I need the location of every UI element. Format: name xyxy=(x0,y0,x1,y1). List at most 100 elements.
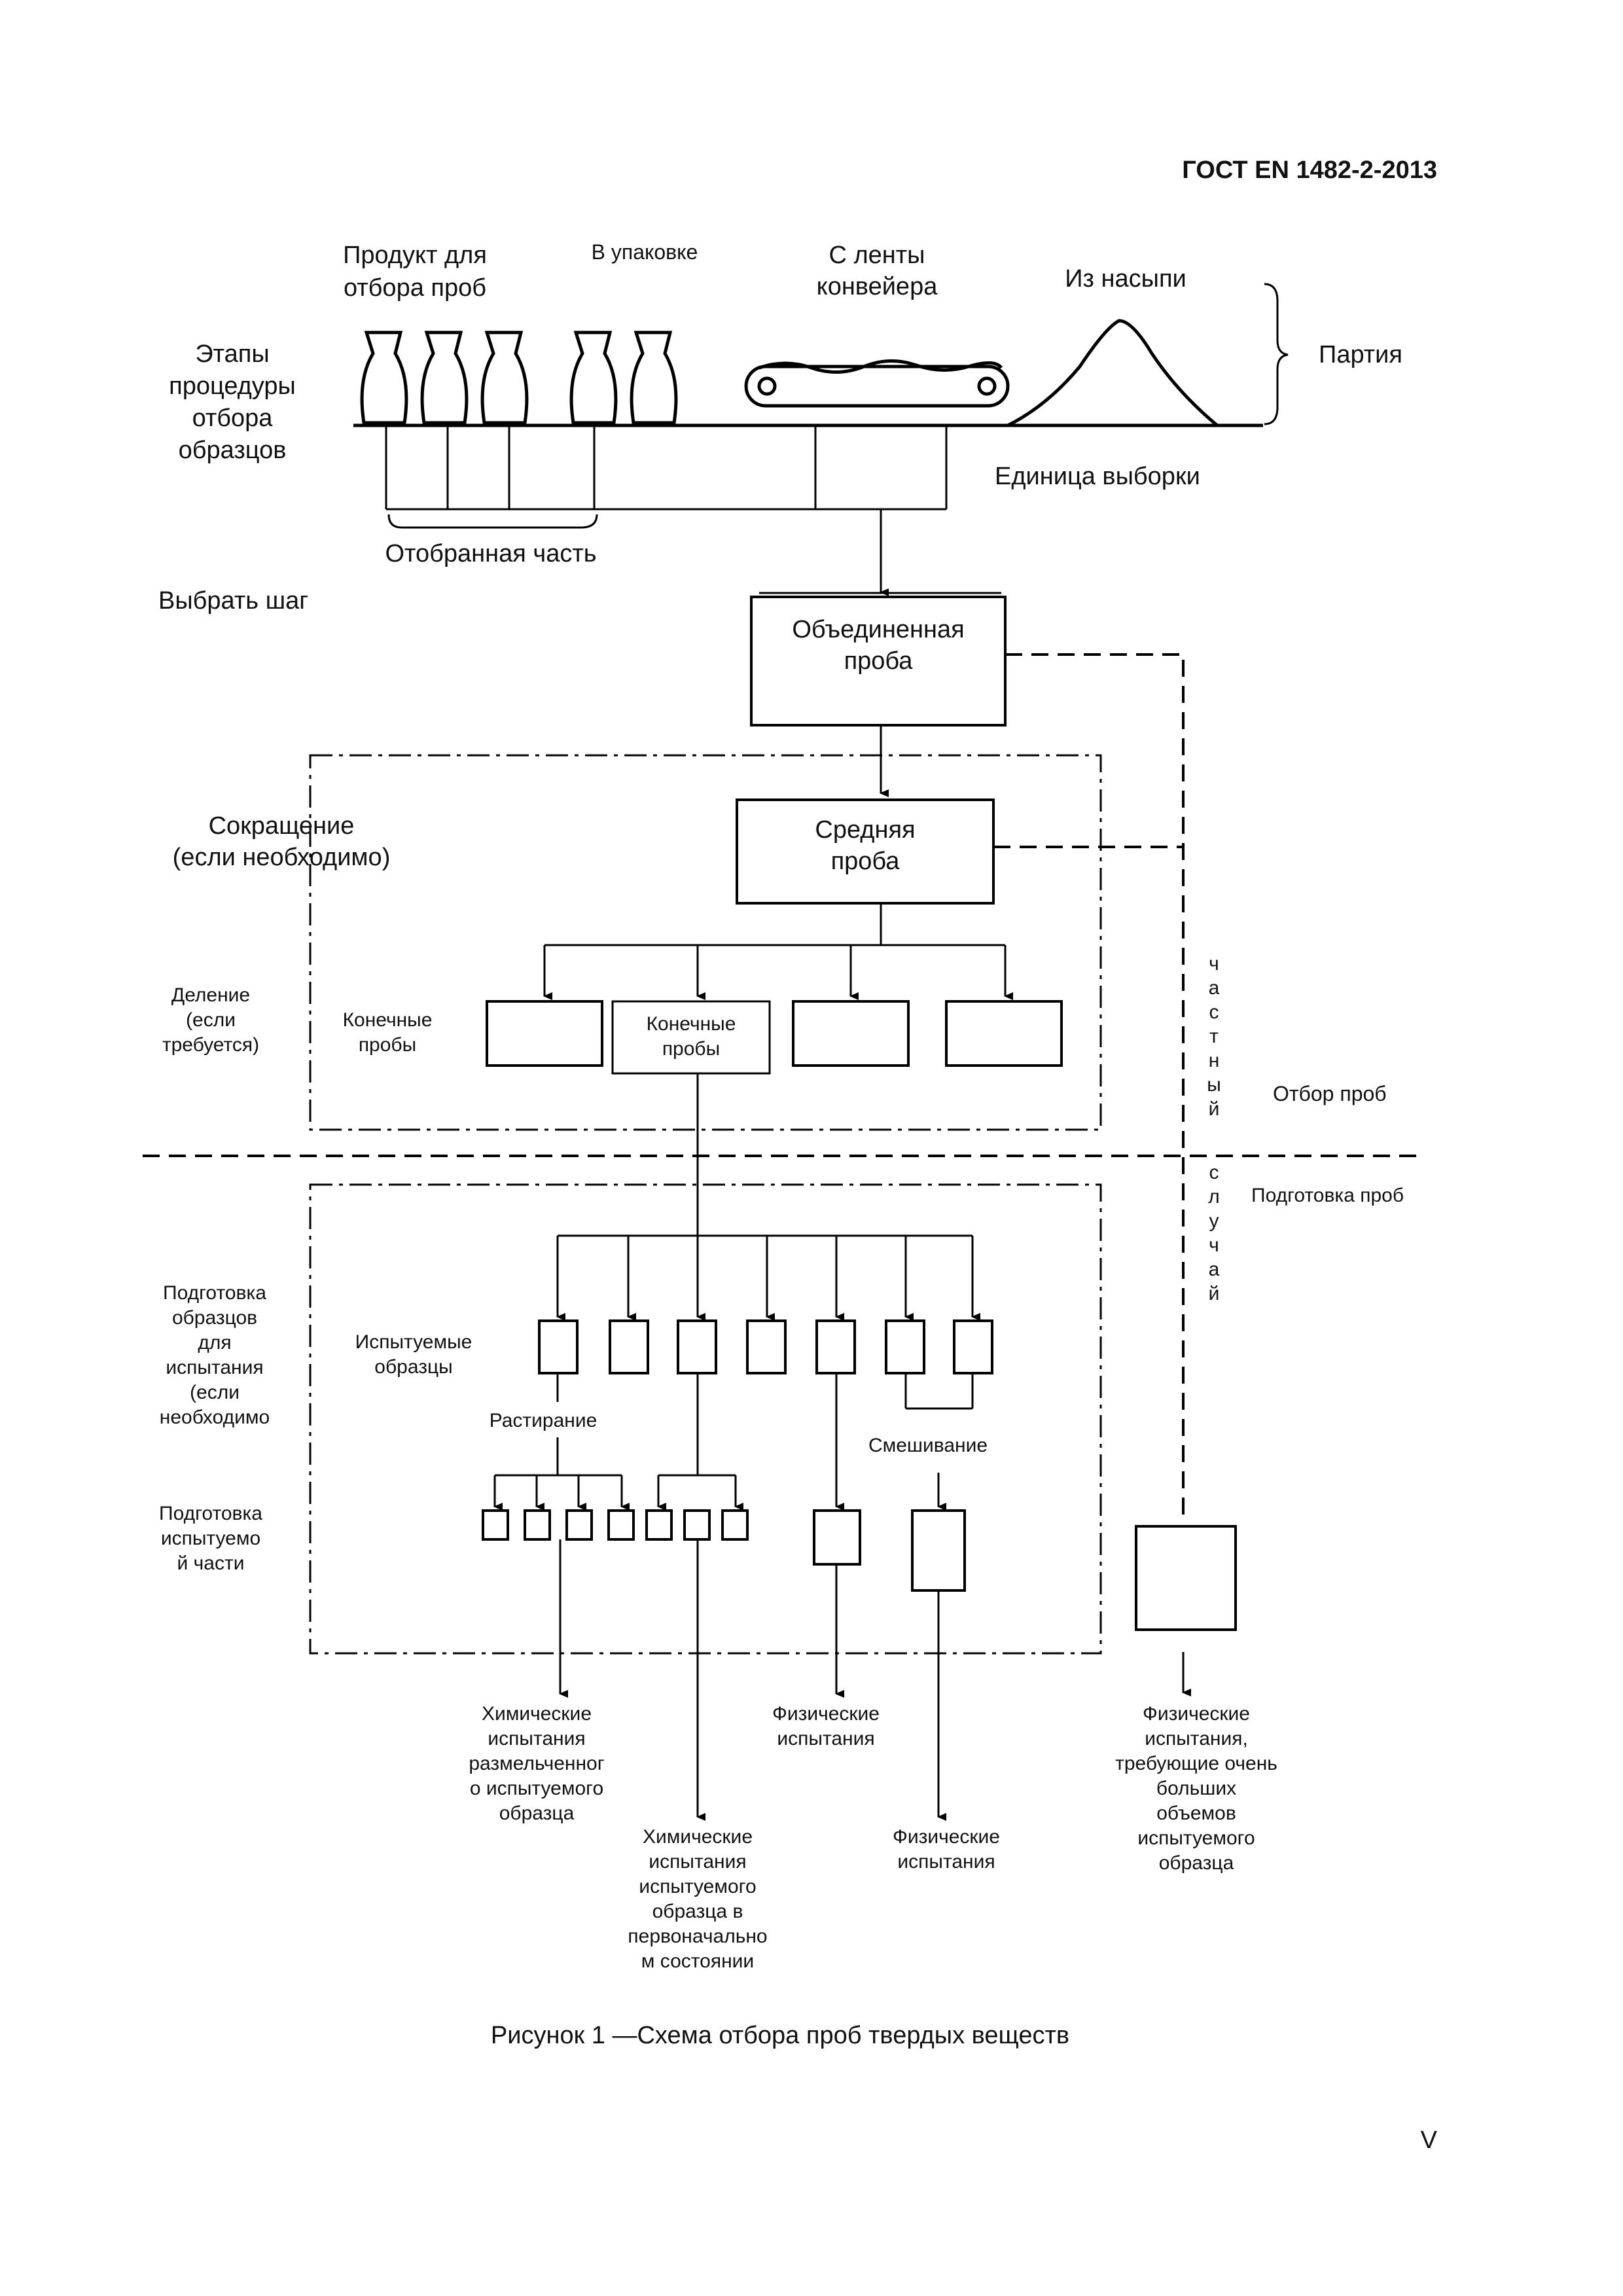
prep-samples-label: Подготовка образцов для испытания (если … xyxy=(160,1282,270,1428)
selected-part-brace xyxy=(387,514,598,529)
svg-text:конвейера: конвейера xyxy=(817,273,938,300)
test-sample-box xyxy=(746,1319,787,1374)
svg-text:Подготовка: Подготовка xyxy=(163,1282,266,1304)
svg-text:(если необходимо): (если необходимо) xyxy=(173,844,391,871)
final-sample-box xyxy=(792,1000,910,1067)
svg-text:Физические: Физические xyxy=(772,1703,880,1725)
prep-portion-label: Подготовка испытуемо й части xyxy=(159,1503,262,1574)
svg-text:образцов: образцов xyxy=(172,1307,257,1329)
lot-label: Партия xyxy=(1319,341,1402,368)
phys-large-output-label: Физические испытания, требующие очень бо… xyxy=(1115,1703,1277,1874)
conveyor-label: С ленты конвейера xyxy=(817,242,938,300)
svg-text:Средняя: Средняя xyxy=(815,816,915,844)
svg-text:с: с xyxy=(1209,1001,1219,1023)
final-samples-label: Конечные пробы xyxy=(343,1009,433,1056)
svg-text:требуется): требуется) xyxy=(162,1034,259,1056)
svg-text:ч: ч xyxy=(1209,953,1219,975)
lot-brace xyxy=(1264,283,1289,425)
vase-icon xyxy=(569,331,618,425)
svg-text:испытуемого: испытуемого xyxy=(639,1876,756,1897)
test-portion-box xyxy=(565,1509,593,1541)
vase-icon xyxy=(420,331,469,425)
final-sample-box-labelled: Конечные пробы xyxy=(611,1000,771,1075)
svg-text:й части: й части xyxy=(177,1552,245,1574)
preparation-section-label: Подготовка проб xyxy=(1251,1185,1404,1206)
svg-text:Физические: Физические xyxy=(893,1826,1000,1848)
combined-sample-box: Объединенная проба xyxy=(750,592,1007,726)
test-sample-box xyxy=(677,1319,717,1374)
svg-text:испытания: испытания xyxy=(777,1728,874,1749)
svg-text:больших: больших xyxy=(1156,1778,1236,1799)
svg-text:образца: образца xyxy=(499,1803,575,1824)
heap-icon xyxy=(1007,319,1219,427)
figure-caption: Рисунок 1 —Схема отбора проб твердых вещ… xyxy=(491,2022,1069,2049)
svg-text:пробы: пробы xyxy=(662,1038,720,1060)
svg-text:для: для xyxy=(198,1332,231,1354)
test-portion-box xyxy=(645,1509,673,1541)
sampling-unit-label: Единица выборки xyxy=(995,463,1200,490)
heap-label: Из насыпи xyxy=(1065,265,1186,293)
sampling-section-label: Отбор проб xyxy=(1273,1082,1387,1105)
svg-text:а: а xyxy=(1209,977,1220,999)
final-sample-box xyxy=(486,1000,603,1067)
svg-text:образцов: образцов xyxy=(179,437,287,464)
svg-text:образцы: образцы xyxy=(374,1356,452,1378)
svg-text:испытания: испытания xyxy=(649,1851,746,1873)
division-lines xyxy=(543,903,1013,1000)
svg-text:Физические: Физические xyxy=(1143,1703,1250,1725)
phys2-output-label: Физические испытания xyxy=(893,1826,1000,1873)
test-portion-box xyxy=(607,1509,635,1541)
grinding-branches xyxy=(493,1373,743,1511)
svg-text:испытуемо: испытуемо xyxy=(161,1528,260,1549)
packaged-label: В упаковке xyxy=(592,240,698,264)
vase-icon xyxy=(630,331,678,425)
final-sample-box xyxy=(945,1000,1063,1067)
svg-text:испытания,: испытания, xyxy=(1145,1728,1248,1749)
stages-label: Этапы процедуры отбора образцов xyxy=(169,340,296,464)
svg-text:й: й xyxy=(1209,1283,1220,1304)
standard-number: ГОСТ EN 1482-2-2013 xyxy=(1182,156,1437,184)
svg-text:образца: образца xyxy=(1159,1852,1234,1874)
svg-text:Химические: Химические xyxy=(643,1826,753,1848)
chem-ground-output-label: Химические испытания размельченног о исп… xyxy=(469,1703,604,1824)
svg-text:ч: ч xyxy=(1209,1234,1219,1256)
svg-text:Сокращение: Сокращение xyxy=(209,812,355,840)
svg-text:проба: проба xyxy=(844,647,914,675)
average-sample-box: Средняя проба xyxy=(736,798,995,905)
svg-text:й: й xyxy=(1209,1098,1220,1120)
svg-text:процедуры: процедуры xyxy=(169,372,296,400)
svg-text:Конечные: Конечные xyxy=(343,1009,433,1031)
svg-text:объемов: объемов xyxy=(1156,1803,1236,1824)
svg-text:проба: проба xyxy=(831,848,901,875)
large-sample-box xyxy=(1135,1525,1237,1631)
svg-text:л: л xyxy=(1208,1186,1220,1208)
svg-text:испытания: испытания xyxy=(488,1728,585,1749)
grinding-label: Растирание xyxy=(490,1410,597,1431)
svg-text:у: у xyxy=(1209,1210,1219,1232)
test-portion-box xyxy=(524,1509,551,1541)
svg-text:т: т xyxy=(1209,1026,1219,1047)
sampling-unit-lines xyxy=(385,425,948,596)
test-sample-box xyxy=(953,1319,993,1374)
svg-text:размельченног: размельченног xyxy=(469,1753,604,1774)
conveyor-belt-icon xyxy=(744,359,1010,408)
mixing-label: Смешивание xyxy=(868,1435,988,1456)
svg-text:отбора проб: отбора проб xyxy=(344,274,486,302)
svg-text:С ленты: С ленты xyxy=(829,242,925,269)
svg-text:м состоянии: м состоянии xyxy=(641,1950,754,1972)
svg-text:с: с xyxy=(1209,1162,1219,1183)
svg-text:(если: (если xyxy=(190,1382,240,1403)
reduction-label: Сокращение (если необходимо) xyxy=(173,812,391,871)
svg-text:Химические: Химические xyxy=(482,1703,592,1725)
physical-test-box xyxy=(813,1509,861,1566)
svg-text:Продукт для: Продукт для xyxy=(343,242,487,269)
svg-text:образца в: образца в xyxy=(652,1901,743,1922)
svg-text:(если: (если xyxy=(186,1009,236,1031)
svg-text:Испытуемые: Испытуемые xyxy=(355,1331,473,1353)
product-label: Продукт для отбора проб xyxy=(343,242,487,302)
mixed-sample-box xyxy=(911,1509,966,1592)
svg-text:Этапы: Этапы xyxy=(195,340,269,368)
svg-text:н: н xyxy=(1209,1050,1220,1071)
page-number: V xyxy=(1421,2126,1438,2154)
